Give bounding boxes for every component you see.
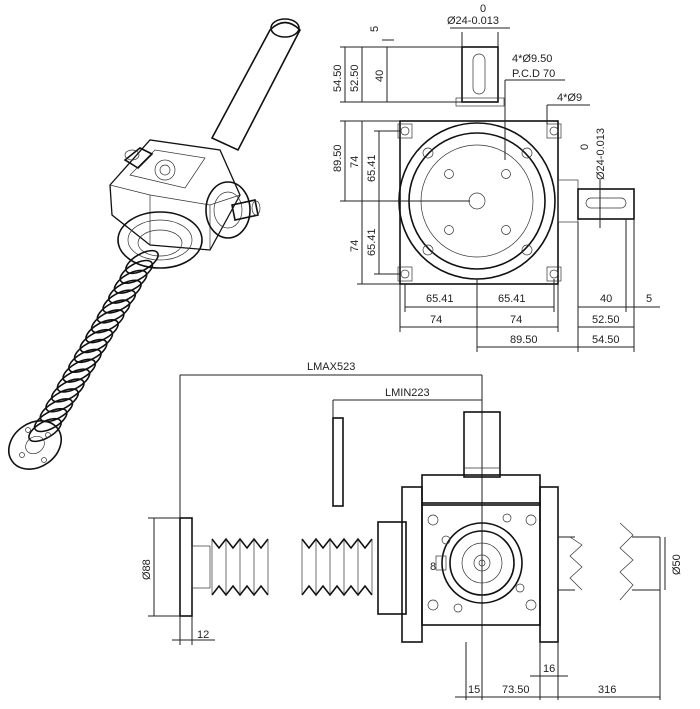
- shaft-dia-50: Ø50: [671, 554, 683, 575]
- bellows-ring: [33, 407, 68, 433]
- flange-dia: Ø88: [141, 559, 153, 580]
- iso-bellows: [28, 249, 159, 443]
- dim-73-50: 73.50: [502, 684, 530, 696]
- bellows-ring: [90, 309, 125, 334]
- key-8: 8: [430, 561, 436, 573]
- bellows-ring: [85, 319, 119, 344]
- side-shaft-dia: Ø24-0.013: [595, 128, 607, 180]
- left-vertical-dims: [340, 39, 470, 285]
- bottom-view: LMAX523 LMIN223 Ø88 12: [141, 361, 683, 700]
- dim-54-50-h: 54.50: [592, 334, 620, 346]
- dim-65-41-v-a: 65.41: [366, 154, 378, 182]
- top-right-view: 0 Ø24-0.013 4*Ø9.50 P.C.D 70 4*Ø9 5 54.5…: [332, 3, 660, 352]
- bellows-ring: [119, 259, 154, 285]
- isometric-view: [8, 18, 301, 470]
- bellows-ring: [113, 269, 148, 294]
- dim-52-50-h: 52.50: [592, 314, 620, 326]
- dim-74-h-l: 74: [430, 314, 442, 326]
- shaft-dia: Ø24-0.013: [447, 15, 499, 27]
- dim-16: 16: [543, 663, 555, 675]
- side-tol: 0: [579, 144, 591, 150]
- dim-65-41-v-b: 65.41: [366, 228, 378, 256]
- bellows-ring: [50, 378, 85, 403]
- dim-5-h: 5: [646, 293, 652, 305]
- main-body-front: [397, 120, 562, 285]
- flange-thk: 12: [197, 629, 209, 641]
- bellows-bottom-edge: [301, 584, 373, 597]
- dim-74-v-a: 74: [349, 156, 361, 168]
- iso-input-rod: [210, 18, 301, 152]
- lmin-label: LMIN223: [385, 387, 430, 399]
- dim-40-h: 40: [600, 293, 612, 305]
- bellows-ring: [62, 358, 97, 383]
- dim-54-50-v: 54.50: [332, 64, 344, 92]
- gearbox-side-view: 8: [377, 411, 559, 643]
- dim-65-41-h-r: 65.41: [498, 293, 526, 305]
- holes-small: 4*Ø9: [557, 92, 582, 104]
- bellows-right: [301, 537, 373, 597]
- dim-40-v: 40: [374, 70, 386, 82]
- bellows-ring: [68, 348, 102, 373]
- bottom-horizontal-dims: [399, 219, 660, 352]
- dim-15: 15: [468, 684, 480, 696]
- lmax-label: LMAX523: [307, 361, 355, 373]
- bellows-left: [211, 537, 269, 597]
- bellows-ring: [96, 299, 131, 324]
- dim-89-50-h: 89.50: [510, 334, 538, 346]
- bellows-ring: [73, 338, 108, 364]
- holes-big: 4*Ø9.50: [512, 53, 552, 65]
- top-shaft: [455, 46, 505, 107]
- output-shaft-broken: Ø50: [558, 522, 683, 601]
- bellows-ring: [79, 328, 114, 354]
- side-shaft: [557, 179, 635, 223]
- dim-65-41-h-l: 65.41: [426, 293, 454, 305]
- end-flange-side: Ø88 12: [141, 517, 215, 645]
- tol-top: 0: [480, 3, 486, 15]
- dim-52-50-v: 52.50: [349, 64, 361, 92]
- iso-end-flange: [8, 420, 62, 470]
- bellows-ring: [56, 368, 91, 393]
- bellows-ring: [45, 388, 80, 413]
- bellows-ring: [107, 279, 142, 304]
- dim-74-v-b: 74: [349, 240, 361, 252]
- dim-89-50-v: 89.50: [332, 144, 344, 172]
- iso-gearbox-body: [109, 139, 261, 269]
- lmin-rod: [332, 417, 344, 507]
- pcd: P.C.D 70: [512, 68, 555, 80]
- bellows-ring: [39, 398, 74, 423]
- bellows-top-edge: [301, 537, 373, 550]
- dim-316: 316: [598, 684, 616, 696]
- bellows-ring: [125, 249, 159, 275]
- dim-5-v: 5: [369, 26, 381, 32]
- bellows-ring: [102, 289, 137, 314]
- bottom-horizontal-dims-lower: 16 15 73.50 316: [455, 590, 661, 700]
- dim-74-h-r: 74: [510, 314, 522, 326]
